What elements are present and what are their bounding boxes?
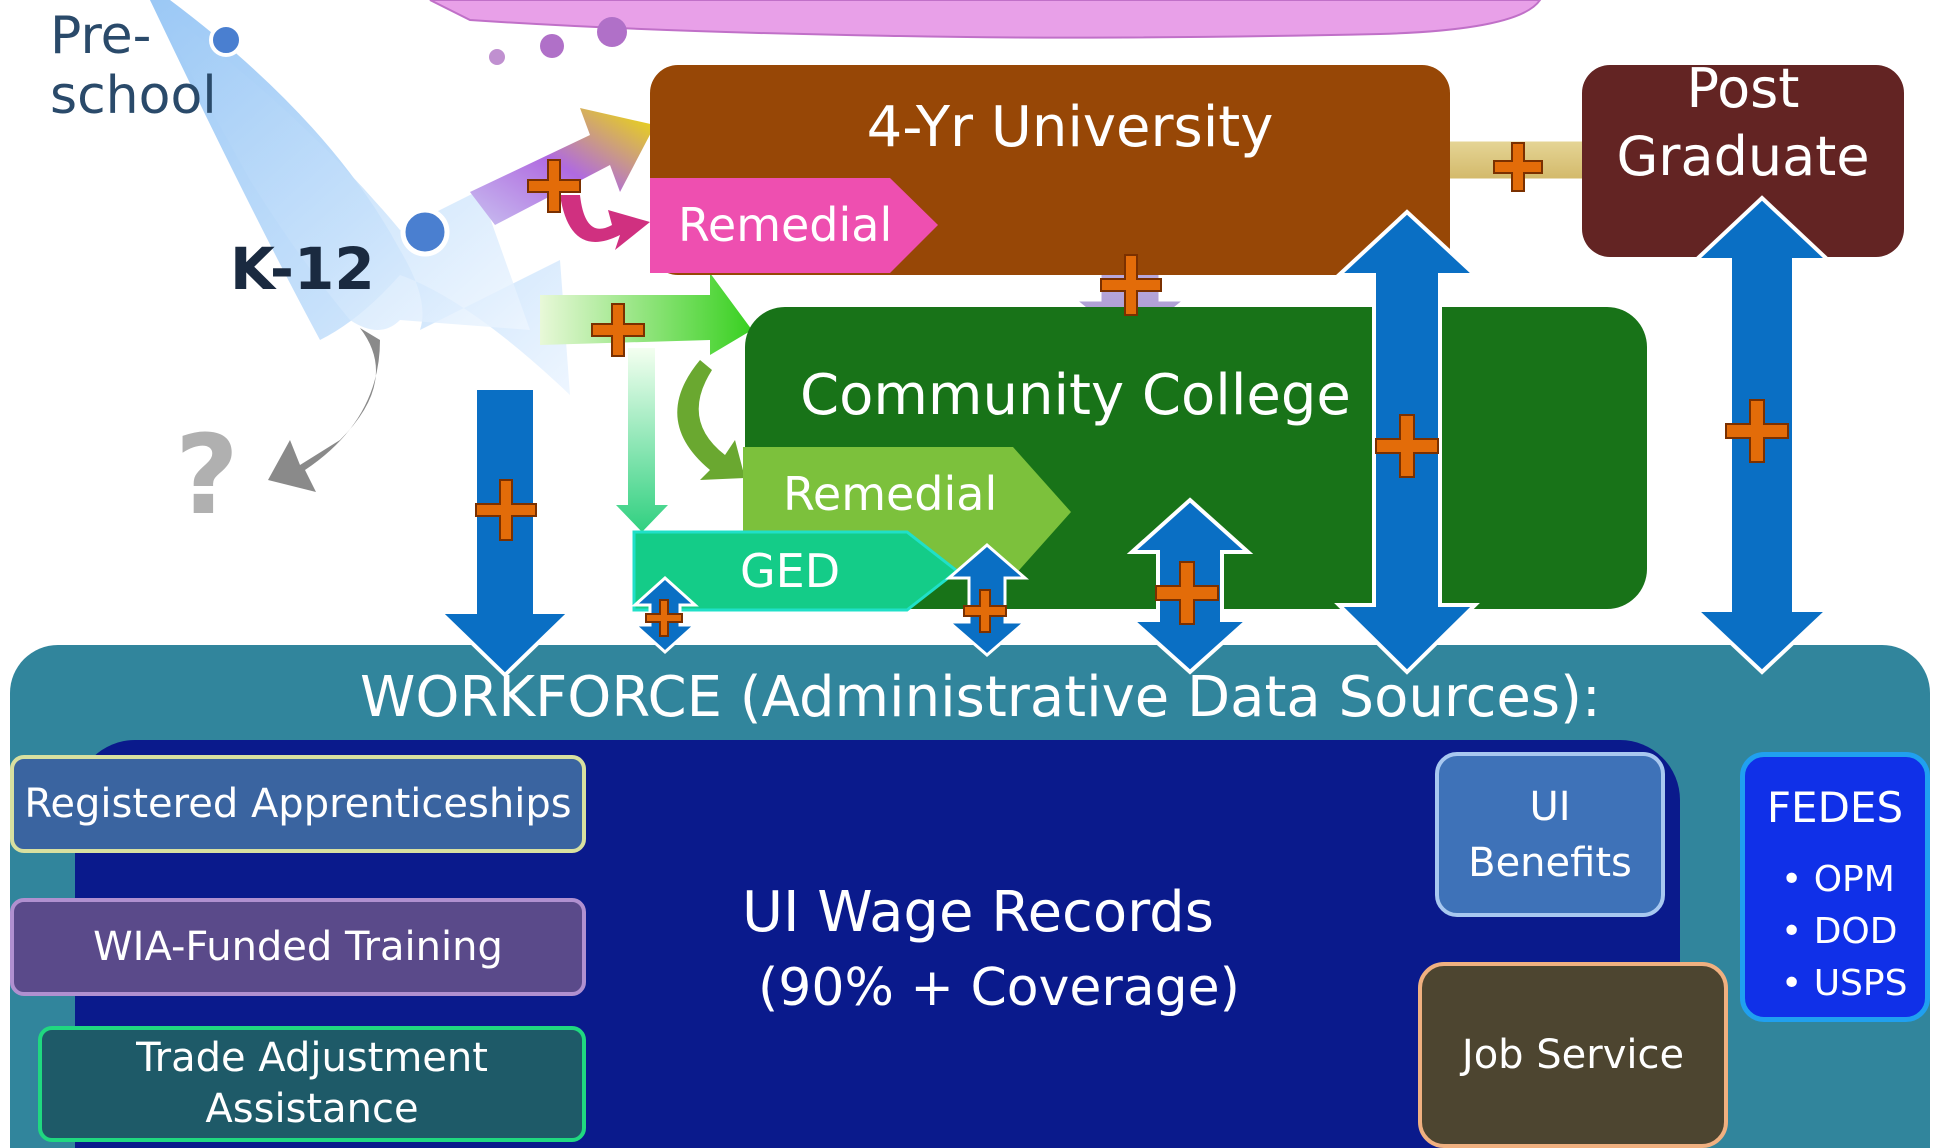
wage-records-line2: (90% + Coverage) bbox=[758, 958, 1240, 1018]
community-college-label: Community College bbox=[800, 363, 1351, 428]
job-service-box: Job Service bbox=[1418, 962, 1728, 1148]
workforce-title: WORKFORCE (Administrative Data Sources): bbox=[360, 665, 1601, 730]
k12-dot bbox=[400, 207, 450, 257]
fedes-item: • DOD bbox=[1781, 911, 1898, 952]
fedes-item: • USPS bbox=[1781, 963, 1908, 1004]
bubble bbox=[489, 49, 505, 65]
registered-apprenticeships-box: Registered Apprenticeships bbox=[10, 755, 586, 853]
purple-arrow bbox=[470, 108, 655, 225]
fedes-box: FEDES • OPM • DOD • USPS bbox=[1740, 752, 1930, 1022]
plus-icon bbox=[1100, 254, 1162, 316]
fedes-item-usps: USPS bbox=[1813, 963, 1908, 1004]
fedes-title: FEDES bbox=[1766, 783, 1904, 832]
trade-adjustment-line2: Assistance bbox=[205, 1086, 419, 1132]
job-service-label: Job Service bbox=[1461, 1032, 1685, 1078]
k12-label: K-12 bbox=[230, 235, 375, 303]
ui-benefits-box: UI Benefits bbox=[1435, 752, 1665, 917]
gray-curve-arrow bbox=[268, 328, 380, 492]
university-label: 4-Yr University bbox=[866, 95, 1274, 160]
post-graduate-line1: Post bbox=[1686, 57, 1800, 120]
plus-icon bbox=[475, 479, 537, 541]
plus-icon bbox=[1155, 561, 1219, 625]
fedes-item-dod: DOD bbox=[1813, 911, 1898, 952]
preschool-dot bbox=[209, 23, 243, 57]
wia-training-label: WIA-Funded Training bbox=[93, 924, 503, 970]
cc-remedial-label: Remedial bbox=[783, 467, 998, 521]
remedial-arrow-shape bbox=[650, 178, 938, 273]
ged-arrow-shape bbox=[632, 530, 960, 612]
plus-icon bbox=[1493, 142, 1543, 192]
plus-icon bbox=[963, 589, 1007, 633]
trade-adjustment-line1: Trade Adjustment bbox=[136, 1035, 488, 1081]
ged-label: GED bbox=[740, 544, 841, 598]
university-box: 4-Yr University bbox=[650, 65, 1450, 275]
wage-records-line1: UI Wage Records bbox=[742, 880, 1214, 945]
plus-icon bbox=[527, 159, 581, 213]
bubble bbox=[597, 17, 627, 47]
university-remedial-label: Remedial bbox=[678, 198, 893, 252]
ged-box: GED bbox=[632, 530, 962, 612]
post-graduate-line2: Graduate bbox=[1616, 125, 1870, 188]
university-remedial-box: Remedial bbox=[650, 178, 940, 273]
fedes-item-opm: OPM bbox=[1813, 859, 1895, 900]
wia-training-box: WIA-Funded Training bbox=[10, 898, 586, 996]
registered-apprenticeships-label: Registered Apprenticeships bbox=[24, 781, 572, 827]
ui-benefits-line1: UI bbox=[1529, 783, 1571, 830]
ui-benefits-line2: Benefits bbox=[1468, 839, 1632, 886]
fedes-item: • OPM bbox=[1781, 859, 1895, 900]
bubble bbox=[540, 34, 564, 58]
question-mark: ? bbox=[175, 411, 239, 539]
trade-adjustment-box: Trade Adjustment Assistance bbox=[38, 1026, 586, 1142]
preschool-line2: school bbox=[50, 66, 217, 126]
plus-icon bbox=[591, 303, 645, 357]
green-curve-arrow bbox=[677, 360, 745, 480]
plus-icon bbox=[645, 599, 683, 637]
green-down-arrow bbox=[616, 348, 668, 532]
cloud-shape bbox=[429, 0, 1542, 39]
plus-icon bbox=[1725, 399, 1789, 463]
pink-curve-arrow bbox=[560, 195, 650, 250]
preschool-label: Pre- school bbox=[50, 6, 217, 126]
preschool-line1: Pre- bbox=[50, 6, 152, 66]
plus-icon bbox=[1375, 414, 1439, 478]
